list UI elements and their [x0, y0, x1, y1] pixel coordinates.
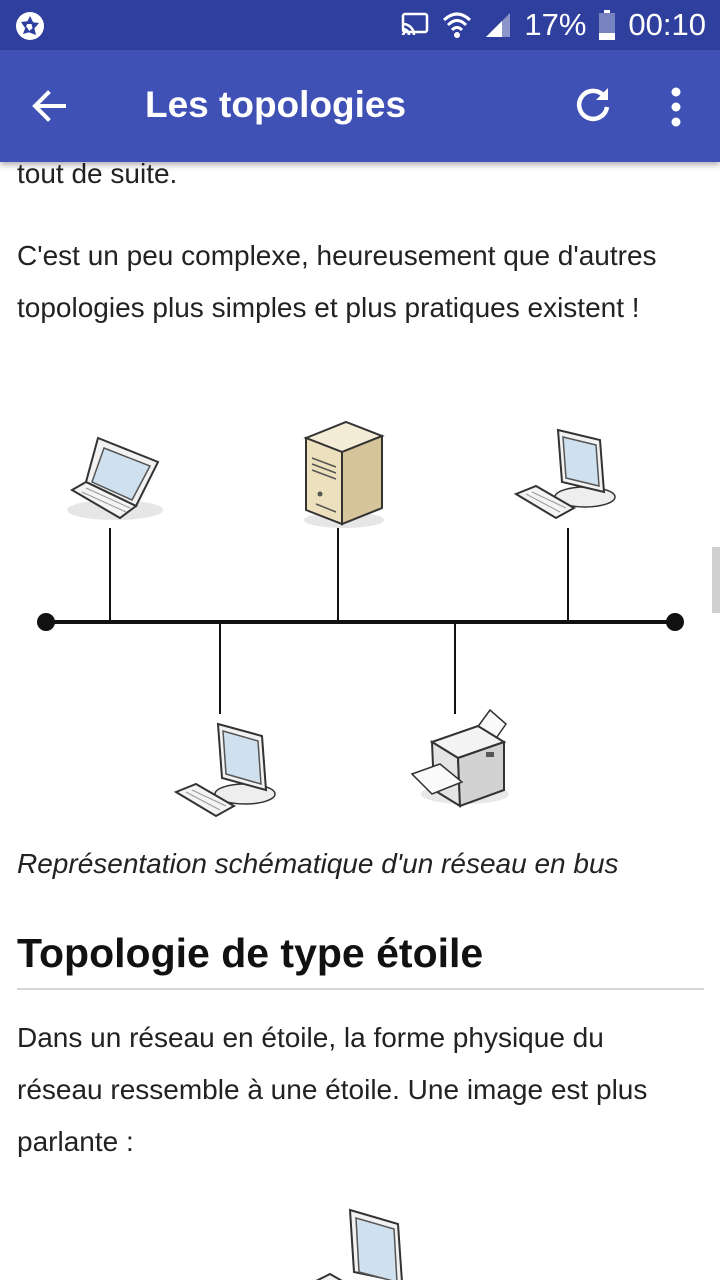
laptop-icon: [67, 436, 163, 520]
server-icon: [303, 420, 385, 528]
back-arrow-icon[interactable]: [28, 84, 72, 128]
wifi-icon: [442, 10, 472, 40]
article-content[interactable]: tout de suite. C'est un peu complexe, he…: [0, 162, 720, 1280]
desktop-computer-icon: [513, 428, 616, 520]
intro-tail-text: tout de suite.: [17, 162, 178, 189]
signal-icon: [484, 11, 512, 39]
desktop-computer-icon: [173, 722, 276, 818]
page-title: Les topologies: [145, 84, 407, 125]
scrollbar-thumb[interactable]: [712, 547, 720, 613]
desktop-computer-icon: [315, 1208, 403, 1280]
more-vert-icon[interactable]: [660, 84, 692, 130]
aperture-icon: [14, 10, 46, 42]
status-bar: 17% 00:10: [0, 0, 720, 50]
heading-divider: [17, 988, 704, 990]
clock: 00:10: [628, 7, 706, 42]
complex-paragraph: C'est un peu complexe, heureusement que …: [17, 240, 657, 323]
battery-percent: 17%: [524, 7, 587, 42]
star-paragraph: Dans un réseau en étoile, la forme physi…: [17, 1022, 648, 1157]
app-bar: Les topologies: [0, 50, 720, 162]
star-topology-diagram: [0, 1202, 720, 1280]
refresh-icon[interactable]: [570, 82, 616, 128]
section-heading-star: Topologie de type étoile: [17, 930, 484, 976]
battery-icon: [598, 9, 616, 41]
bus-diagram-caption: Représentation schématique d'un réseau e…: [17, 848, 619, 879]
bus-topology-diagram: [0, 402, 720, 822]
cast-icon: [400, 12, 430, 38]
printer-icon: [410, 708, 509, 808]
